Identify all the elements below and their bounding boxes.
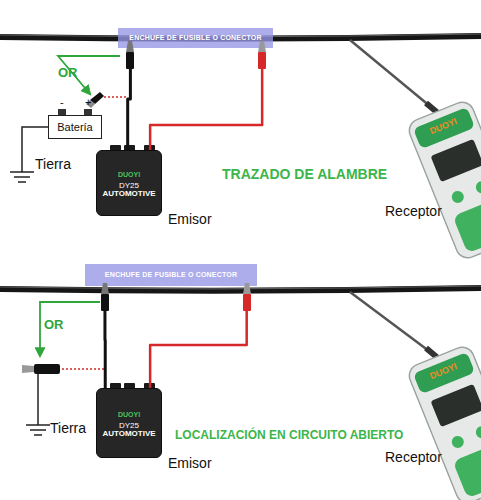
node-text: AUTOMOTIVE [102,430,155,439]
part-label: Emisor [168,212,212,226]
wire-highlight [0,286,481,289]
node-text: DUOYI [118,411,140,419]
dashed-connection [62,368,104,370]
panel-title: LOCALIZACIÓN EN CIRCUITO ABIERTO [175,429,403,441]
clip-jaw [126,41,134,52]
ground-label: Tierra [35,157,71,171]
node-text: ENCHUFE DE FUSIBLE O CONECTOR [129,34,261,42]
ground-symbol [14,176,30,178]
receptor-device: DUOYI [404,342,481,500]
ground-wire [37,374,39,425]
probe-antenna [350,40,437,112]
emitter-device: DUOYI DY25AUTOMOTIVE [96,150,162,216]
connector-band: ENCHUFE DE FUSIBLE O CONECTOR [85,264,257,286]
receptor-device: DUOYI [404,97,481,262]
node-text: AUTOMOTIVE [102,190,155,199]
red-clip [258,52,266,69]
ground-symbol [10,171,34,173]
ground-symbol [34,434,42,436]
receptor-shell [406,344,481,500]
receptor-grip [453,443,481,499]
ground-symbol [18,181,26,183]
node-text: DY25 [119,182,139,191]
black-clip [126,52,134,69]
panel-title: TRAZADO DE ALAMBRE [222,167,387,181]
test-lead [150,286,247,388]
receptor-button [450,189,466,205]
polarity-sign: - [60,97,64,108]
connector-band: ENCHUFE DE FUSIBLE O CONECTOR [118,28,273,48]
edge-group [105,48,262,388]
test-lead [128,48,131,150]
dashed-connection [104,96,127,98]
node-text: DUOYI [118,171,140,179]
node-text: ENCHUFE DE FUSIBLE O CONECTOR [105,271,237,279]
clip-jaw [243,283,251,294]
ground-symbol [26,424,50,426]
part-label: Receptor [385,450,442,464]
alligator-clip [34,364,60,374]
receptor-grip [453,198,481,254]
clip-jaw [101,283,109,294]
receptor-button [474,179,481,195]
part-label: Receptor [385,204,442,218]
battery-box: Batería [48,115,102,139]
receptor-screen [431,139,481,182]
receptor-screen [431,384,481,427]
receptor-button [450,434,466,450]
test-lead [150,48,262,150]
emitter-device: DUOYI DY25AUTOMOTIVE [96,388,162,458]
red-clip [243,294,251,311]
black-clip [101,294,109,311]
node-text: Batería [57,121,92,133]
polarity-sign: + [85,97,91,108]
clip-jaw [258,41,266,52]
clip-jaw [22,365,34,373]
node-text: DY25 [119,422,139,431]
option-arrow [58,56,120,94]
receptor-button [474,424,481,440]
ground-label: Tierra [50,421,86,435]
option-label: OR [44,318,64,331]
probe-antenna [350,292,437,357]
option-label: OR [58,66,78,79]
ground-symbol [30,429,46,431]
receptor-shell [406,99,481,262]
part-label: Emisor [168,456,212,470]
test-clips [101,41,266,311]
option-arrow [40,302,100,356]
test-lead [103,286,106,388]
